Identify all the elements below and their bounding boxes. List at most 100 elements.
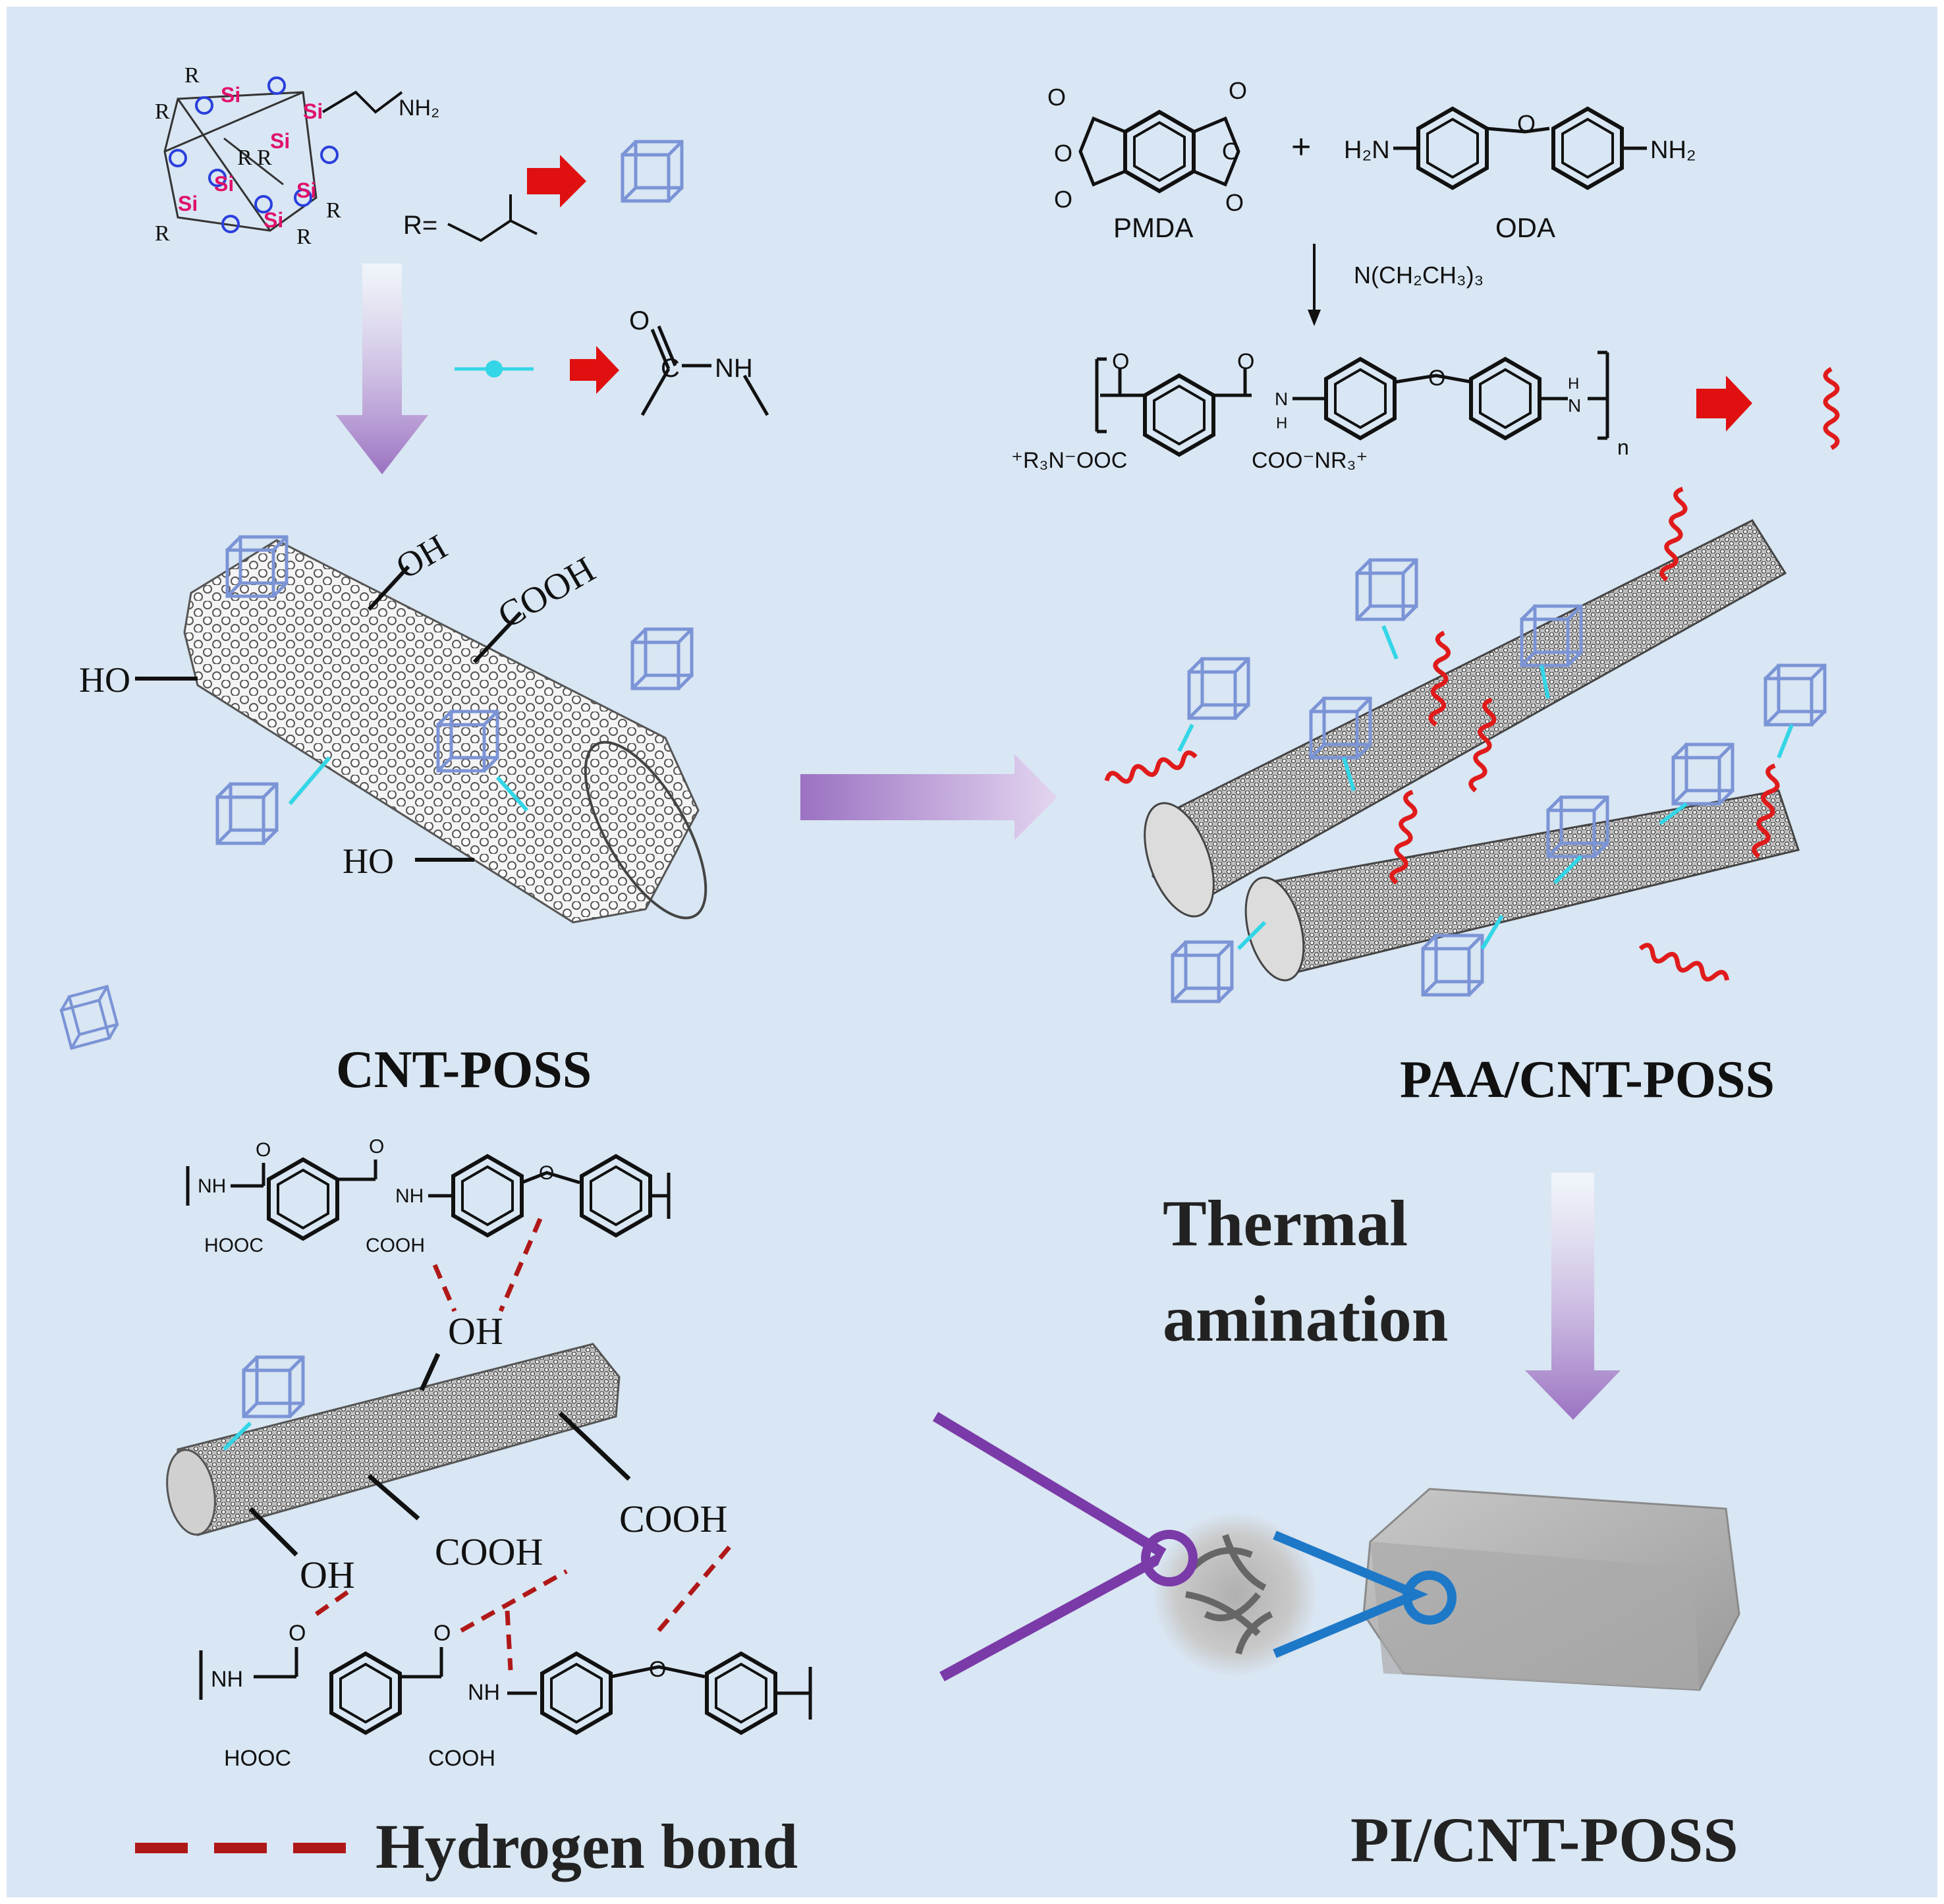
poss-cube-icon xyxy=(1189,659,1248,718)
o-atom: O xyxy=(539,1162,554,1184)
oh-group: OH xyxy=(448,1310,503,1353)
poss-cube-icon xyxy=(59,986,121,1048)
nh-group: NH xyxy=(395,1185,424,1207)
o-atom: O xyxy=(289,1621,306,1646)
o-atom: O xyxy=(256,1139,271,1161)
r-group: R xyxy=(326,198,341,223)
linker-legend: O C NH xyxy=(455,306,769,416)
o-atom: O xyxy=(1237,349,1254,374)
o-atom: O xyxy=(1222,138,1240,165)
poss-molecule: Si Si Si Si Si Si Si R R R R R R R NH₂ R… xyxy=(155,63,538,249)
r-group: R xyxy=(155,221,170,246)
n-atom: N xyxy=(1275,389,1288,409)
o-atom: O xyxy=(1225,189,1244,216)
nh-group: NH xyxy=(468,1680,500,1705)
ho-group: HO xyxy=(79,660,130,700)
r-equals-label: R= xyxy=(403,211,437,240)
right-salt: COO⁻NR₃⁺ xyxy=(1252,448,1368,473)
cnt-poss-nanotube: OH COOH HO HO xyxy=(79,526,708,924)
purple-arrow-down xyxy=(1525,1173,1621,1420)
pmda-label: PMDA xyxy=(1113,212,1193,243)
r-group: R xyxy=(296,225,312,249)
si-atom: Si xyxy=(270,129,290,153)
h-atom: H xyxy=(1276,414,1287,432)
amide-oxygen: O xyxy=(629,306,650,335)
cooh-group: COOH xyxy=(366,1235,425,1256)
o-atom: O xyxy=(1047,84,1066,111)
paa-repeat-unit: O O N H O H N n ⁺R₃N⁻OOC COO⁻NR₃⁺ xyxy=(1011,349,1629,473)
o-atom: O xyxy=(369,1136,384,1158)
si-atom: Si xyxy=(178,192,198,215)
cooh-group: COOH xyxy=(435,1530,543,1573)
pi-cnt-poss-composite xyxy=(932,1412,1740,1691)
r-group: R xyxy=(155,99,170,124)
hooc-group: HOOC xyxy=(224,1746,291,1771)
cooh-group: COOH xyxy=(619,1498,727,1540)
si-atom: Si xyxy=(221,83,240,107)
poss-cube-icon xyxy=(1765,665,1825,725)
oda-molecule: H₂N O NH₂ ODA xyxy=(1344,109,1696,243)
r-group: R xyxy=(184,63,200,88)
poss-cube-icon xyxy=(632,629,692,688)
paa-chain-icon xyxy=(1823,366,1840,451)
cooh-group: COOH xyxy=(491,549,602,636)
poss-cube-icon xyxy=(1173,942,1232,1001)
paa-chain-icon xyxy=(1638,943,1729,986)
o-atom: O xyxy=(649,1657,666,1682)
r-group: R xyxy=(257,146,272,170)
amide-carbon: C xyxy=(661,354,680,383)
cnt-single-tube xyxy=(166,1343,631,1557)
pi-cnt-poss-label: PI/CNT-POSS xyxy=(1350,1805,1738,1875)
upper-polymer-chain: NH O O NH O HOOC COOH xyxy=(59,986,671,1256)
o-atom: O xyxy=(1112,349,1129,374)
o-atom: O xyxy=(1054,186,1072,213)
h2n-group: H₂N xyxy=(1344,136,1390,164)
cnt-poss-label: CNT-POSS xyxy=(336,1041,592,1099)
poss-cube-icon xyxy=(1423,936,1482,995)
si-atom: Si xyxy=(296,179,316,202)
o-atom: O xyxy=(1229,77,1247,104)
r-group: R xyxy=(237,146,252,170)
red-arrow xyxy=(570,346,619,394)
purple-arrow-down xyxy=(336,264,428,474)
o-atom: O xyxy=(1054,140,1072,167)
poss-cube-icon xyxy=(244,1357,303,1416)
cooh-group: COOH xyxy=(428,1746,495,1771)
red-arrow xyxy=(527,155,586,208)
nh-group: NH xyxy=(211,1667,243,1692)
paa-cnt-poss-label: PAA/CNT-POSS xyxy=(1400,1051,1775,1109)
catalyst-label: N(CH₂CH₃)₃ xyxy=(1354,262,1484,289)
oda-label: ODA xyxy=(1495,212,1555,243)
lower-polymer-chain: NH O O NH O HOOC COOH xyxy=(199,1621,812,1771)
o-atom: O xyxy=(433,1621,451,1646)
purple-arrow-right xyxy=(800,754,1057,840)
paa-chain-icon xyxy=(1105,751,1198,787)
h-atom: H xyxy=(1568,375,1579,393)
thermal-label: Thermal xyxy=(1163,1187,1408,1260)
left-salt: ⁺R₃N⁻OOC xyxy=(1011,448,1127,473)
paa-cnt-poss-tubes xyxy=(1105,488,1825,1001)
si-atom: Si xyxy=(214,172,234,196)
nh-group: NH xyxy=(198,1175,226,1197)
oh-group: OH xyxy=(300,1554,355,1596)
o-atom: O xyxy=(1428,366,1445,391)
poss-cube-icon xyxy=(1357,560,1416,619)
hydrogen-bond-legend: Hydrogen bond xyxy=(135,1811,798,1882)
nh2-group: NH₂ xyxy=(1650,136,1696,164)
poss-cube-icon xyxy=(623,142,682,201)
plus-sign: + xyxy=(1291,128,1311,166)
poss-amine-label: NH₂ xyxy=(399,96,439,121)
si-atom: Si xyxy=(264,208,283,232)
pmda-molecule: O O O O O O PMDA xyxy=(1047,77,1247,243)
poss-cube-icon xyxy=(217,784,277,843)
hooc-group: HOOC xyxy=(204,1235,264,1256)
si-atom: Si xyxy=(303,99,323,123)
n-atom: N xyxy=(1568,395,1581,416)
poss-cube-icon xyxy=(1673,744,1733,804)
amination-label: amination xyxy=(1163,1282,1448,1355)
red-arrow xyxy=(1696,376,1752,432)
hydrogen-bond-lines xyxy=(314,1218,733,1671)
repeat-subscript: n xyxy=(1617,435,1629,459)
